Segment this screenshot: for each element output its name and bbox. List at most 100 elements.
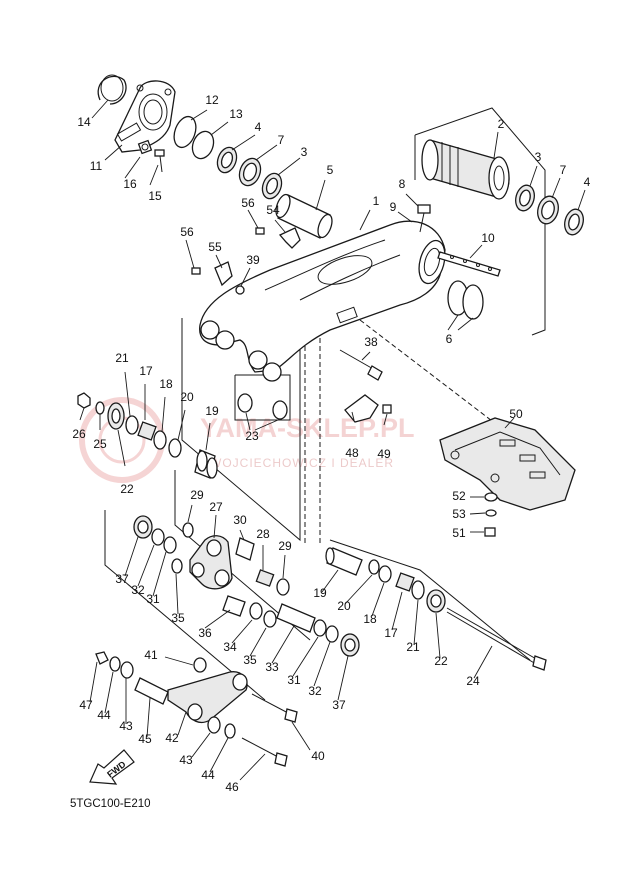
callout-3-left: 3 (301, 145, 308, 159)
callout-43-left: 43 (119, 719, 133, 733)
callout-17-right: 17 (384, 626, 398, 640)
callout-51: 51 (452, 526, 466, 540)
callout-23: 23 (245, 429, 259, 443)
part-1-swingarm (199, 209, 446, 382)
part-8-9-screw (397, 193, 431, 233)
callout-32-left: 32 (131, 583, 145, 597)
callout-31-left: 31 (146, 592, 160, 606)
callout-46: 46 (225, 780, 239, 794)
callout-45: 45 (138, 732, 152, 746)
callout-20-right: 20 (337, 599, 351, 613)
callout-2: 2 (498, 117, 505, 131)
callout-21-right: 21 (406, 640, 420, 654)
watermark-sub: WOJCIECHOWICZ I DEALER (210, 456, 394, 470)
callout-40: 40 (311, 749, 325, 763)
callout-37-left: 37 (115, 572, 129, 586)
part-24-through-bolt (446, 607, 547, 679)
fwd-arrow-icon: FWD (89, 749, 135, 785)
callout-12: 12 (205, 93, 219, 107)
part-14-circlip (91, 74, 127, 119)
part-15-16-bolts (124, 139, 165, 186)
callout-39: 39 (246, 253, 260, 267)
part-40-bolt (251, 693, 311, 751)
callout-25: 25 (93, 437, 107, 451)
part-54-55-56-clamps (185, 209, 301, 295)
part-6-seals (447, 280, 484, 331)
diagram-code: 5TGC100-E210 (70, 798, 151, 810)
frame-lines (104, 107, 546, 701)
callout-22-right: 22 (434, 654, 448, 668)
part-right-lower-stack (321, 547, 446, 659)
callout-19-right: 19 (313, 586, 327, 600)
part-38-bolt (339, 349, 383, 381)
callout-13: 13 (229, 107, 243, 121)
callout-56-left: 56 (180, 225, 194, 239)
part-5-collar (275, 179, 333, 239)
callout-21-left: 21 (115, 351, 129, 365)
callout-4-left: 4 (255, 120, 262, 134)
watermark-brand: YAMA-SKLEP.PL (200, 413, 415, 443)
watermark: YAMA-SKLEP.PL WOJCIECHOWICZ I DEALER (79, 397, 415, 483)
callout-18-left: 18 (159, 377, 173, 391)
callout-18-right: 18 (363, 612, 377, 626)
callout-14: 14 (77, 115, 91, 129)
callout-5: 5 (327, 163, 334, 177)
callout-1: 1 (373, 194, 380, 208)
part-link-hardware (89, 651, 236, 773)
callout-19-left: 19 (205, 404, 219, 418)
callout-32-right: 32 (308, 684, 322, 698)
callout-35-right: 35 (243, 653, 257, 667)
callout-4-right: 4 (584, 175, 591, 189)
callout-50: 50 (509, 407, 523, 421)
callout-numbers: 14 11 12 13 16 15 4 7 3 5 1 2 3 7 4 8 9 … (72, 93, 590, 794)
part-10-chain-slider (437, 244, 501, 277)
callout-37-right: 37 (332, 698, 346, 712)
part-27-relay-arm (189, 514, 233, 590)
callout-8: 8 (399, 177, 406, 191)
callout-7-left: 7 (278, 133, 285, 147)
part-42-connecting-rod (167, 671, 248, 736)
callout-3-right: 3 (535, 150, 542, 164)
callout-7-right: 7 (560, 163, 567, 177)
callout-38: 38 (364, 335, 378, 349)
part-12-13-orings (173, 109, 229, 160)
callout-29-right: 29 (278, 539, 292, 553)
callout-29-top: 29 (190, 488, 204, 502)
part-46-bolt (239, 737, 288, 781)
part-4-7-3-left-bearings (216, 134, 301, 200)
callout-33: 33 (265, 660, 279, 674)
callout-35-left: 35 (171, 611, 185, 625)
callout-42: 42 (165, 731, 179, 745)
callout-54: 54 (266, 203, 280, 217)
callout-9: 9 (390, 200, 397, 214)
callout-20-left: 20 (180, 390, 194, 404)
part-3-7-4-right-bearings (515, 165, 586, 236)
callout-44-left: 44 (97, 708, 111, 722)
callout-15: 15 (148, 189, 162, 203)
part-23-guard (237, 393, 288, 431)
callout-49: 49 (377, 447, 391, 461)
callout-22-left: 22 (120, 482, 134, 496)
callout-53: 53 (452, 507, 466, 521)
callout-41: 41 (144, 648, 158, 662)
callout-44-right: 44 (201, 768, 215, 782)
part-relay-bushings (124, 504, 360, 701)
part-11-plate (104, 80, 176, 161)
callout-31-right: 31 (287, 673, 301, 687)
callout-24: 24 (466, 674, 480, 688)
part-50-chain-guide (439, 417, 576, 511)
part-2-pivot-shaft (421, 131, 510, 200)
callout-30: 30 (233, 513, 247, 527)
part-left-pivot-stack (77, 371, 218, 479)
callout-11: 11 (90, 159, 103, 173)
callout-43-right: 43 (179, 753, 193, 767)
callout-26: 26 (72, 427, 86, 441)
callout-16: 16 (123, 177, 137, 191)
callout-6: 6 (446, 332, 453, 346)
callout-52: 52 (452, 489, 466, 503)
callout-48: 48 (345, 446, 359, 460)
callout-10: 10 (481, 231, 495, 245)
part-51-52-53-fasteners (469, 492, 498, 537)
callout-34: 34 (223, 640, 237, 654)
